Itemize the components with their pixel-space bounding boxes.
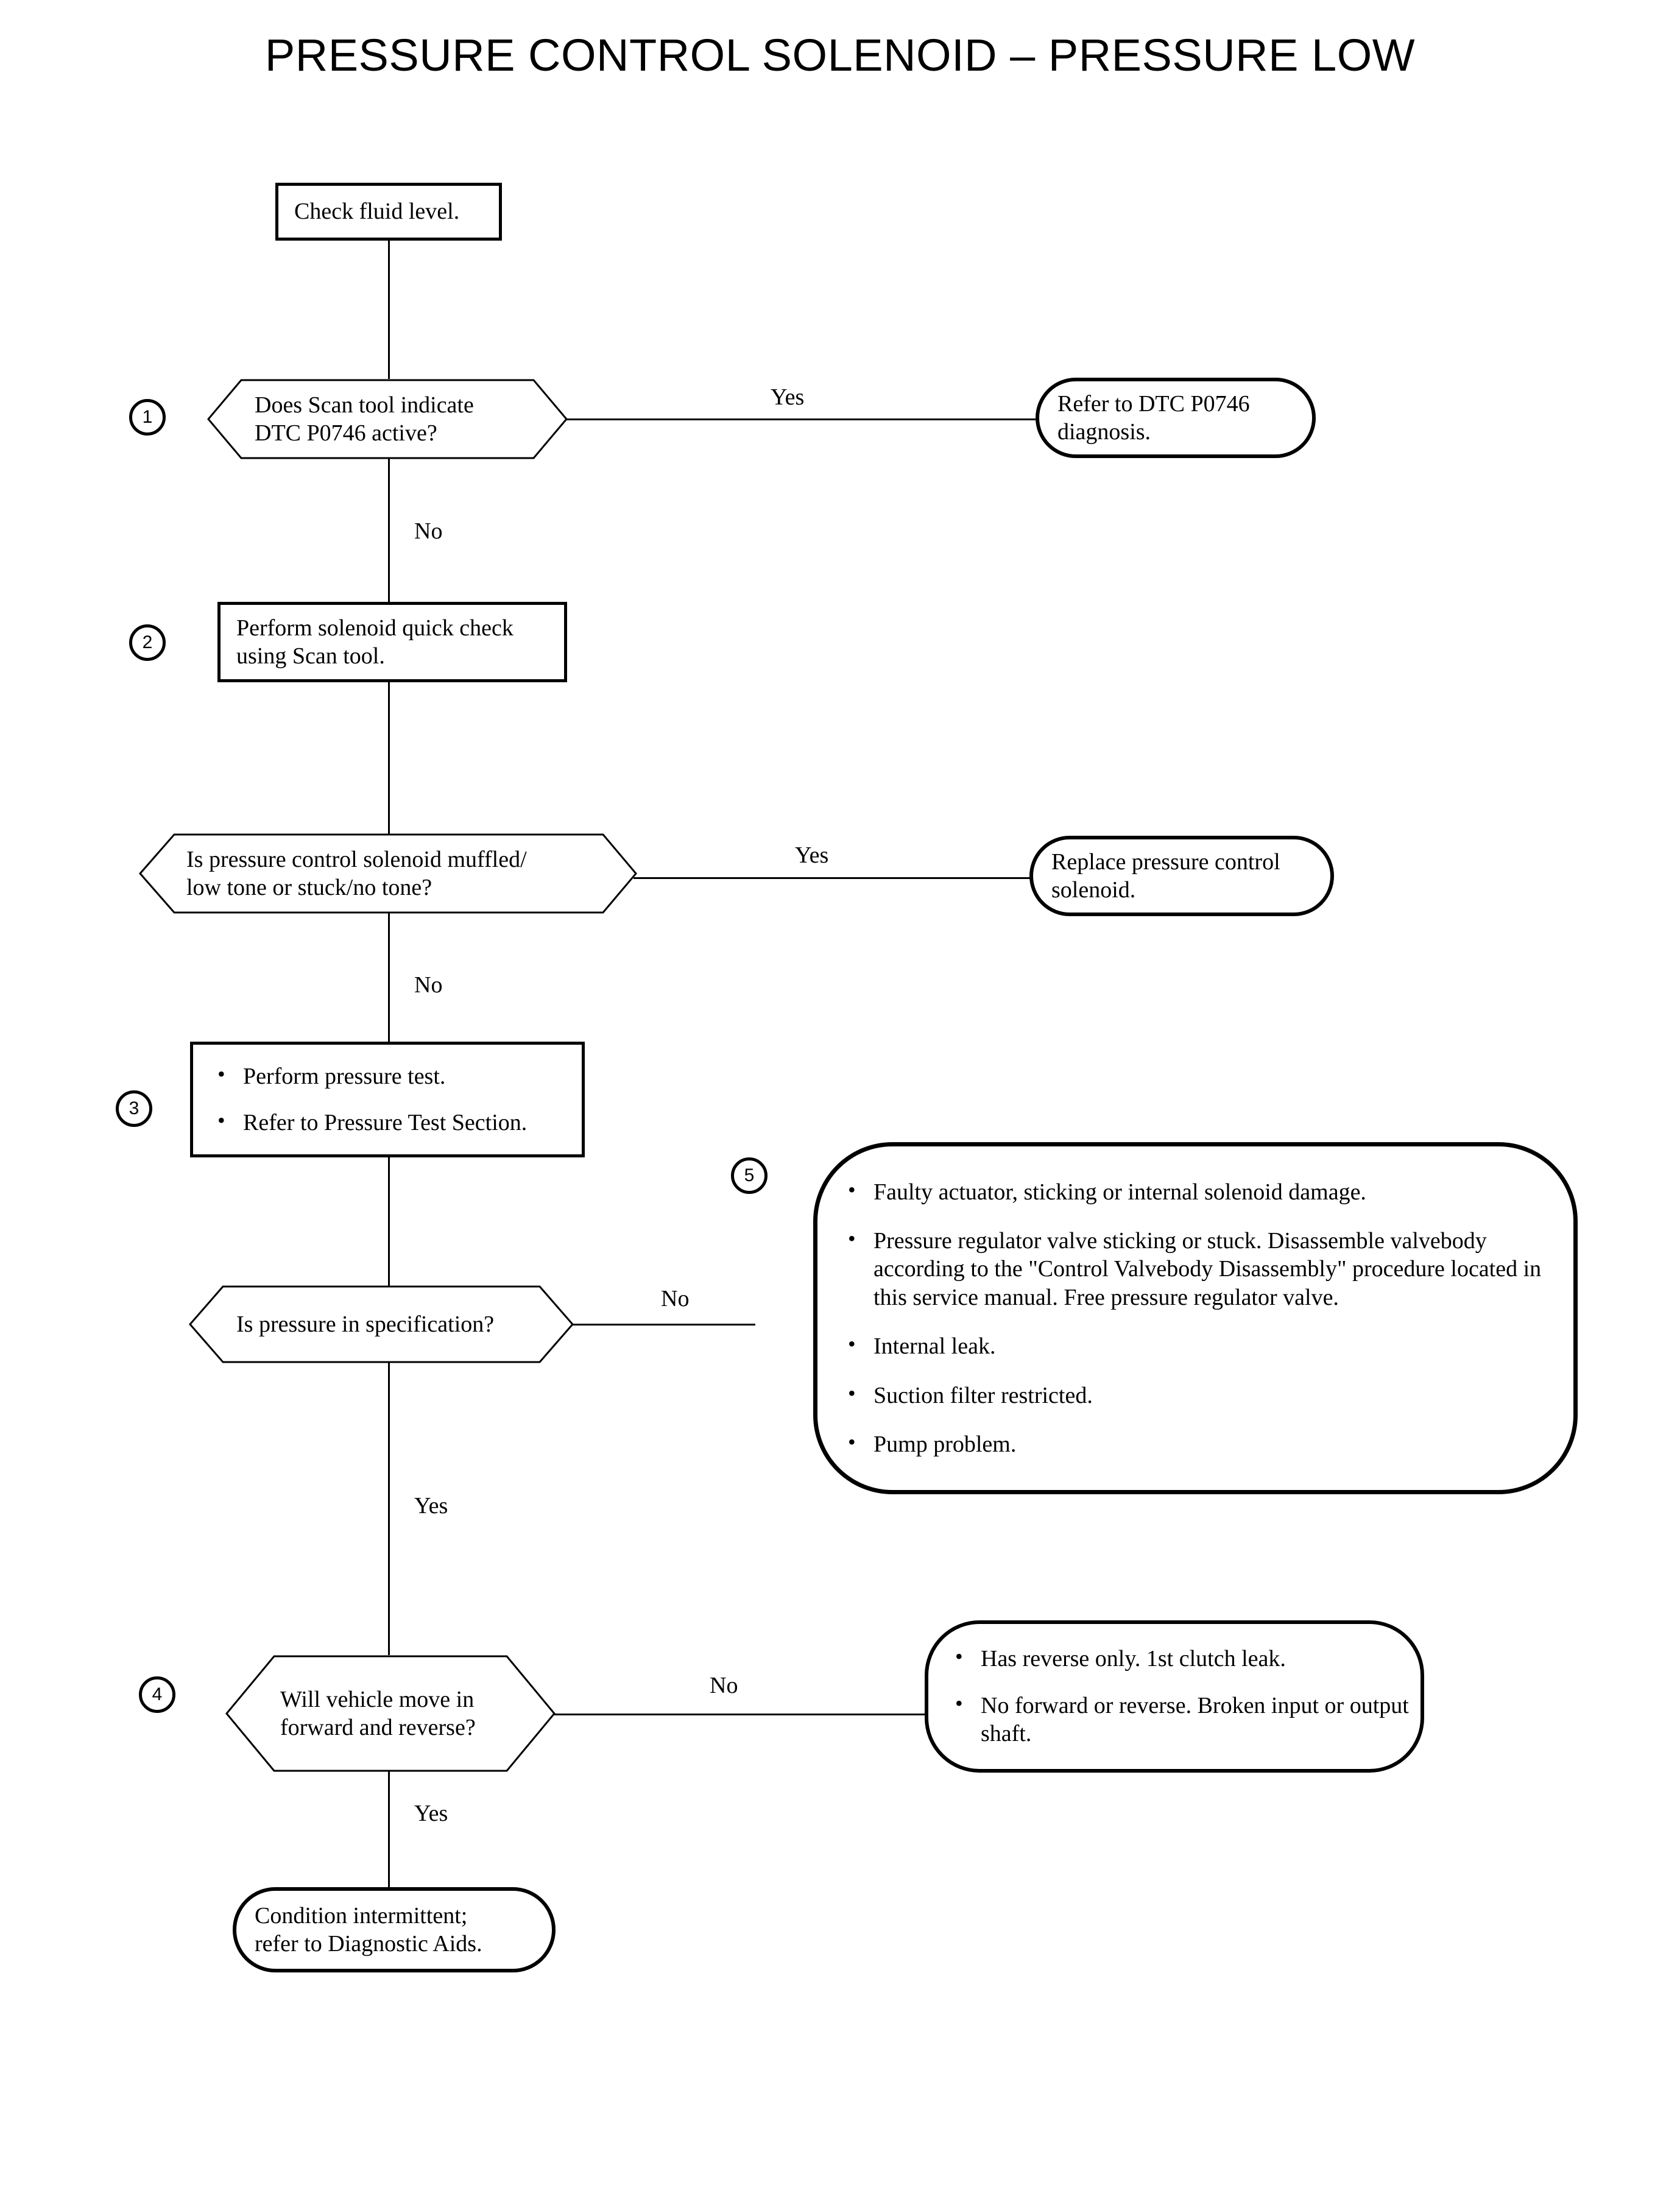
node-decision-dtc[interactable]: Does Scan tool indicate DTC P0746 active… [207, 379, 568, 459]
node-decision-vehicle-move-text: Will vehicle move in forward and reverse… [280, 1686, 476, 1740]
connector-pressure-test-to-decision-spec [388, 1157, 390, 1315]
node-pressure-low-causes-list: Faulty actuator, sticking or internal so… [839, 1177, 1555, 1459]
node-condition-intermittent[interactable]: Condition intermittent; refer to Diagnos… [233, 1887, 556, 1972]
edge-label-dtc-yes: Yes [771, 384, 805, 410]
list-item: Refer to Pressure Test Section. [209, 1107, 582, 1137]
step-marker-5: 5 [731, 1157, 768, 1194]
node-pressure-test[interactable]: Perform pressure test. Refer to Pressure… [190, 1042, 585, 1157]
step-marker-1-label: 1 [142, 407, 153, 427]
step-marker-3-label: 3 [129, 1098, 139, 1118]
connector-decision-spec-yes [388, 1357, 390, 1655]
node-check-fluid-level-text: Check fluid level. [294, 199, 460, 225]
step-marker-2: 2 [129, 624, 166, 661]
decision-hexagon-shape [189, 1285, 574, 1363]
node-replace-solenoid[interactable]: Replace pressure control solenoid. [1029, 836, 1334, 916]
node-decision-solenoid-tone-text: Is pressure control solenoid muffled/ lo… [186, 846, 527, 900]
edge-label-tone-yes: Yes [795, 842, 829, 868]
connector-decision-dtc-yes [566, 418, 1036, 420]
connector-decision-move-no [554, 1714, 926, 1715]
edge-label-dtc-no: No [414, 518, 443, 544]
edge-label-move-no: No [710, 1673, 738, 1698]
page-title: PRESSURE CONTROL SOLENOID – PRESSURE LOW [264, 30, 1416, 80]
step-marker-4-label: 4 [152, 1684, 163, 1704]
node-check-fluid-level[interactable]: Check fluid level. [275, 183, 502, 241]
node-replace-solenoid-text: Replace pressure control solenoid. [1051, 849, 1280, 903]
node-drive-faults-list: Has reverse only. 1st clutch leak. No fo… [947, 1643, 1421, 1748]
connector-decision-move-yes [388, 1753, 390, 1888]
node-decision-pressure-spec-text: Is pressure in specification? [236, 1311, 495, 1337]
node-pressure-test-list: Perform pressure test. Refer to Pressure… [209, 1061, 582, 1137]
list-item: Suction filter restricted. [839, 1380, 1555, 1410]
node-decision-pressure-spec[interactable]: Is pressure in specification? [189, 1285, 574, 1363]
decision-hexagon-shape [225, 1655, 556, 1772]
connector-decision-dtc-no [388, 458, 390, 604]
connector-decision-tone-yes [634, 877, 1039, 879]
connector-decision-tone-no [388, 913, 390, 1042]
list-item: No forward or reverse. Broken input or o… [947, 1690, 1421, 1748]
node-decision-solenoid-tone[interactable]: Is pressure control solenoid muffled/ lo… [139, 833, 637, 914]
decision-hexagon-shape [139, 833, 637, 914]
decision-hexagon-shape [207, 379, 568, 459]
node-condition-intermittent-text: Condition intermittent; refer to Diagnos… [255, 1902, 482, 1957]
edge-label-spec-yes: Yes [414, 1493, 448, 1519]
list-item: Perform pressure test. [209, 1061, 582, 1090]
node-pressure-low-causes[interactable]: Faulty actuator, sticking or internal so… [813, 1142, 1578, 1494]
step-marker-2-label: 2 [142, 632, 153, 652]
list-item: Internal leak. [839, 1331, 1555, 1360]
step-marker-1: 1 [129, 399, 166, 436]
list-item: Has reverse only. 1st clutch leak. [947, 1643, 1421, 1673]
node-decision-dtc-text: Does Scan tool indicate DTC P0746 active… [255, 392, 474, 446]
edge-label-tone-no: No [414, 972, 443, 998]
list-item: Pump problem. [839, 1429, 1555, 1458]
node-solenoid-quick-check-text: Perform solenoid quick check using Scan … [236, 615, 514, 669]
step-marker-5-label: 5 [744, 1165, 755, 1185]
step-marker-4: 4 [139, 1676, 175, 1713]
node-drive-faults[interactable]: Has reverse only. 1st clutch leak. No fo… [925, 1620, 1424, 1773]
node-decision-vehicle-move[interactable]: Will vehicle move in forward and reverse… [225, 1655, 556, 1772]
step-marker-3: 3 [116, 1090, 152, 1127]
node-solenoid-quick-check[interactable]: Perform solenoid quick check using Scan … [217, 602, 567, 682]
edge-label-move-yes: Yes [414, 1801, 448, 1826]
list-item: Pressure regulator valve sticking or stu… [839, 1226, 1555, 1312]
edge-label-spec-no: No [661, 1286, 690, 1312]
node-refer-dtc-diagnosis[interactable]: Refer to DTC P0746 diagnosis. [1036, 378, 1316, 458]
connector-decision-spec-no [573, 1324, 755, 1326]
list-item: Faulty actuator, sticking or internal so… [839, 1177, 1555, 1206]
node-refer-dtc-diagnosis-text: Refer to DTC P0746 diagnosis. [1057, 390, 1250, 445]
connector-start-to-decision-dtc [388, 239, 390, 379]
connector-quick-check-to-decision-tone [388, 682, 390, 847]
